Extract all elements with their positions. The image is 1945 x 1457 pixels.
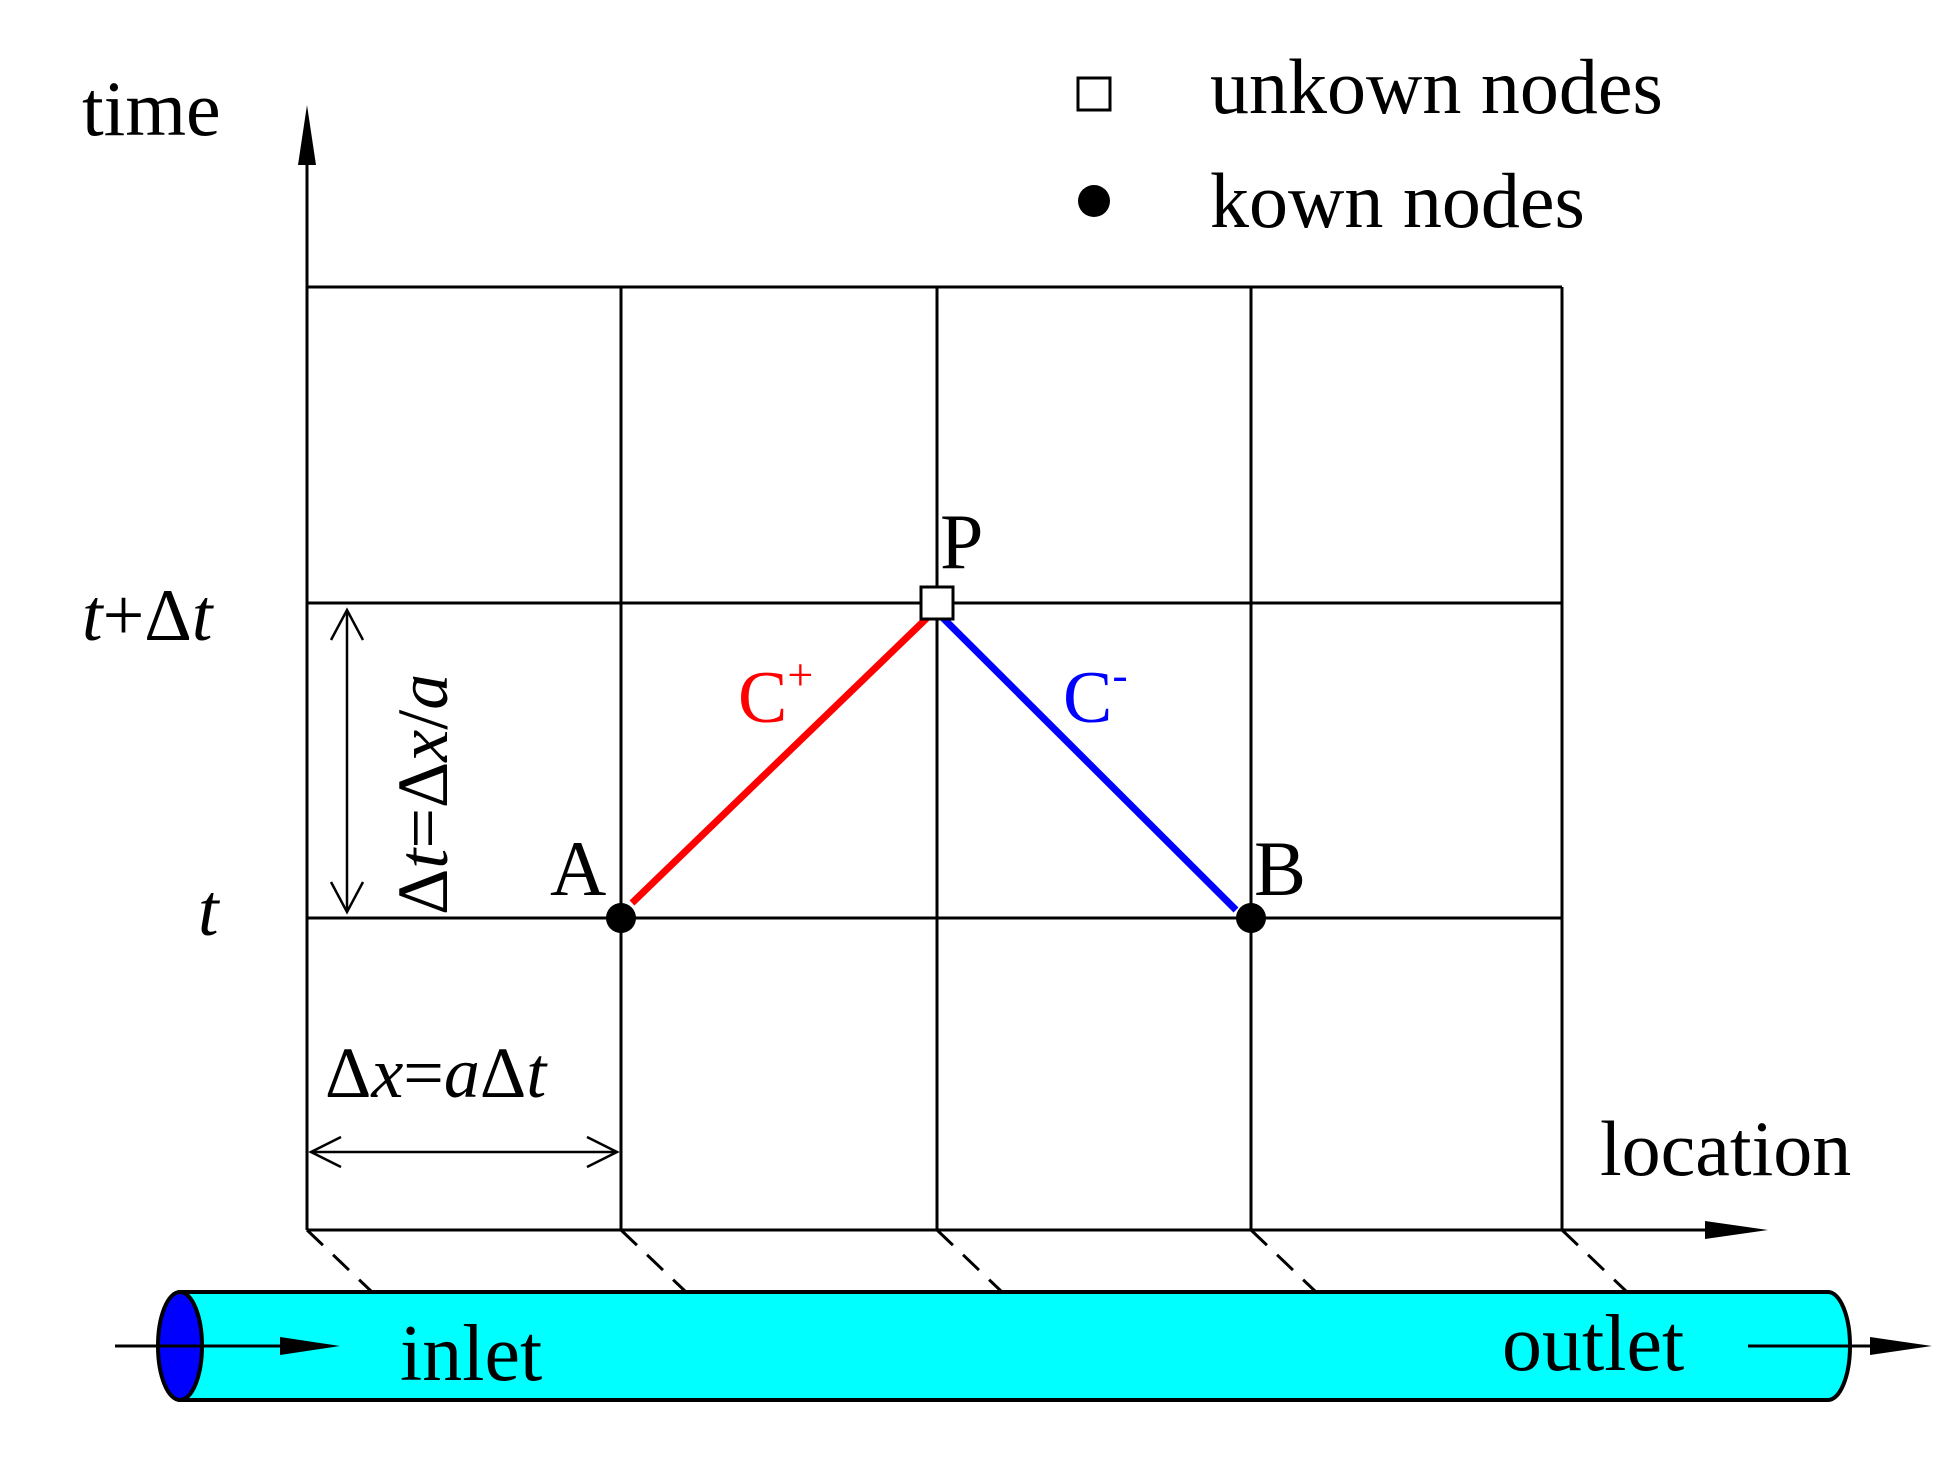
- node-b: [1236, 903, 1266, 933]
- outlet-label: outlet: [1502, 1300, 1684, 1388]
- t-plus-dt-label: t+Δt: [82, 575, 215, 657]
- node-a: [606, 903, 636, 933]
- time-axis-label: time: [82, 65, 221, 152]
- outlet-arrowhead: [1870, 1337, 1932, 1355]
- dt-dimension-label: Δt=Δx/a: [383, 674, 463, 915]
- dt-dimension: [329, 607, 365, 915]
- location-axis-label: location: [1600, 1105, 1851, 1192]
- time-axis-arrowhead: [298, 105, 316, 165]
- c-minus-characteristic-line: [939, 614, 1239, 913]
- dx-dimension-label: Δx=aΔt: [325, 1033, 548, 1113]
- node-a-label: A: [550, 825, 606, 912]
- legend-known-node-icon: [1078, 185, 1110, 217]
- c-minus-label: C-: [1063, 649, 1128, 739]
- legend-unknown-node-icon: [1076, 76, 1112, 112]
- dx-dimension: [308, 1135, 620, 1169]
- grid: [307, 285, 1564, 1230]
- location-axis-arrowhead: [1705, 1221, 1768, 1239]
- c-plus-characteristic-line: [629, 614, 931, 906]
- legend-unknown-label: unkown nodes: [1210, 43, 1663, 130]
- node-b-label: B: [1254, 825, 1306, 912]
- inlet-arrowhead: [280, 1337, 340, 1355]
- c-plus-label: C+: [738, 649, 813, 739]
- t-label: t: [198, 870, 221, 952]
- projection-lines: [305, 1228, 1629, 1294]
- legend-known-label: kown nodes: [1210, 157, 1585, 244]
- inlet-label: inlet: [400, 1310, 542, 1398]
- node-p: [919, 585, 955, 621]
- node-p-label: P: [940, 498, 983, 585]
